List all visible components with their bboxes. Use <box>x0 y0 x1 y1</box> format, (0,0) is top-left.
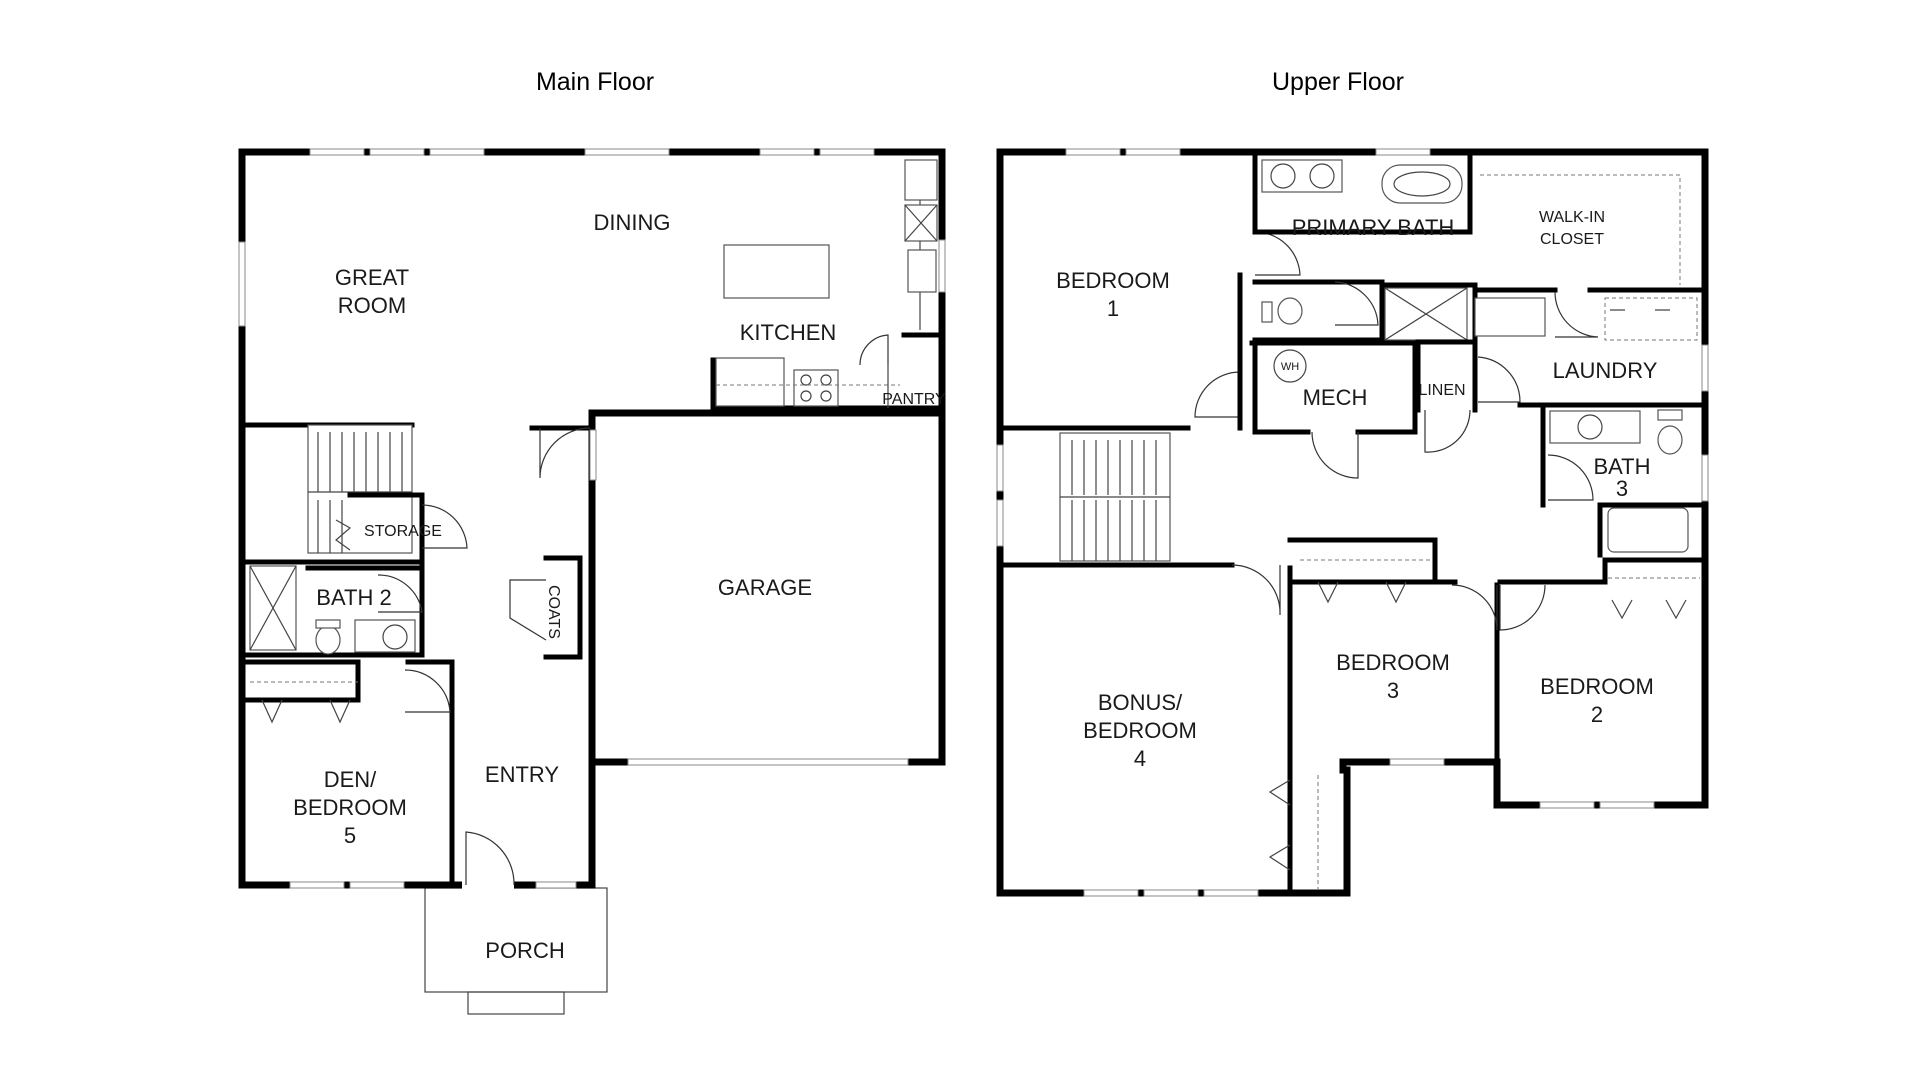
room-label-bedroom-2-line2: 2 <box>1591 702 1603 727</box>
room-label-great-room-line1: GREAT <box>335 265 409 290</box>
washer-dryer <box>1604 297 1698 341</box>
porch-step <box>467 991 565 1015</box>
room-label-bedroom-1-line2: 1 <box>1107 296 1119 321</box>
room-label-bedroom-1-line1: BEDROOM <box>1056 268 1170 293</box>
toilet-primary-icon <box>1277 297 1303 325</box>
room-label-garage: GARAGE <box>718 575 812 600</box>
kitchen-counter <box>715 357 785 407</box>
kitchen-island <box>723 244 830 299</box>
sink-bath2-icon <box>354 619 416 653</box>
room-label-entry: ENTRY <box>485 762 559 787</box>
water-heater-icon <box>1273 349 1307 383</box>
room-label-dining: DINING <box>594 210 671 235</box>
toilet-icon <box>315 625 341 655</box>
sink-icon <box>907 249 937 293</box>
room-label-bedroom-3-line2: 3 <box>1387 678 1399 703</box>
room-label-den-line2: BEDROOM <box>293 795 407 820</box>
room-label-bath-3-line2: 3 <box>1616 476 1628 501</box>
toilet-bath3-icon <box>1657 425 1683 455</box>
upper-floor-plan <box>996 148 1709 897</box>
main-floor-plan <box>238 148 946 1015</box>
upper-floor-title: Upper Floor <box>1272 68 1404 96</box>
room-label-storage: STORAGE <box>364 523 442 540</box>
room-label-mech: MECH <box>1303 385 1368 410</box>
label-water-heater: WH <box>1281 361 1299 373</box>
main-exterior-walls-left <box>238 148 596 889</box>
stairs <box>307 424 413 554</box>
room-label-den-line1: DEN/ <box>324 767 377 792</box>
stove-icon <box>793 369 839 407</box>
room-label-walk-in-line1: WALK-IN <box>1539 209 1605 226</box>
room-label-pantry: PANTRY <box>882 391 946 408</box>
room-label-bonus-line3: 4 <box>1134 746 1146 771</box>
bathtub-bath3-icon <box>1607 507 1689 553</box>
room-label-walk-in-line2: CLOSET <box>1540 231 1604 248</box>
bathtub-icon <box>1381 164 1463 204</box>
room-label-laundry: LAUNDRY <box>1553 358 1658 383</box>
room-label-bonus-line1: BONUS/ <box>1098 690 1183 715</box>
room-label-linen: LINEN <box>1418 382 1465 399</box>
room-label-great-room-line2: ROOM <box>338 293 406 318</box>
room-label-bedroom-3-line1: BEDROOM <box>1336 650 1450 675</box>
room-label-bedroom-2-line1: BEDROOM <box>1540 674 1654 699</box>
room-label-porch: PORCH <box>485 938 564 963</box>
room-label-bath-2: BATH 2 <box>316 585 391 610</box>
room-label-kitchen: KITCHEN <box>740 320 837 345</box>
room-label-bonus-line2: BEDROOM <box>1083 718 1197 743</box>
room-label-bath-3-line1: BATH <box>1593 454 1650 479</box>
room-label-den-line3: 5 <box>344 823 356 848</box>
room-label-primary-bath: PRIMARY BATH <box>1292 215 1455 240</box>
double-vanity <box>1261 159 1343 193</box>
main-floor-title: Main Floor <box>536 68 654 96</box>
room-label-coats: COATS <box>545 585 562 639</box>
